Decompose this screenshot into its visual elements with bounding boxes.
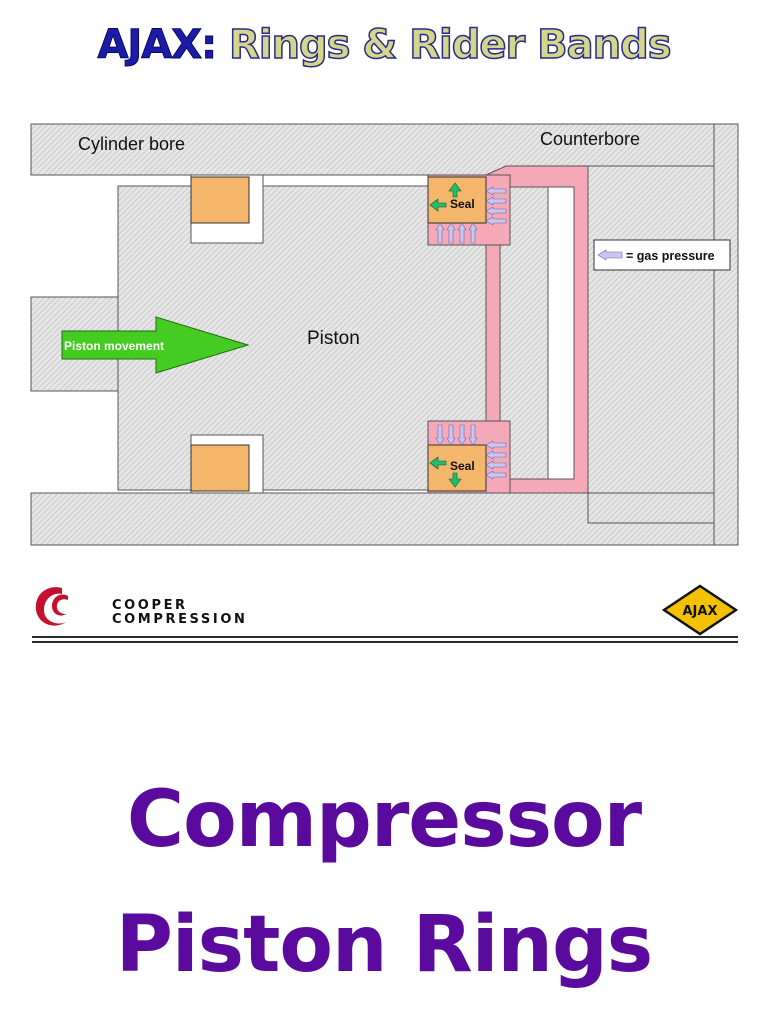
cylinder-bore-label: Cylinder bore	[78, 134, 185, 154]
seal-top-label: Seal	[450, 197, 475, 211]
pressure-arrows-top-under	[435, 222, 478, 244]
seal-bottom-down-arrow	[448, 472, 462, 488]
slide-title: AJAX: Rings & Rider Bands	[0, 21, 768, 69]
footer-rule-top	[32, 636, 738, 638]
seal-top-left-arrow	[429, 198, 447, 212]
cooper-swirl-icon	[35, 587, 68, 626]
brand-line2: COMPRESSION	[112, 612, 248, 627]
counterbore-outer	[713, 123, 739, 546]
seal-bottom-left-arrow	[429, 456, 447, 470]
pressure-arrows-bottom-over	[435, 424, 478, 446]
piston-movement-arrow	[61, 316, 250, 374]
pressure-arrows-bottom-side	[485, 440, 507, 480]
counterbore-label: Counterbore	[540, 129, 640, 149]
ajax-badge-label: AJAX	[683, 604, 718, 619]
heading-line2: Piston Rings	[115, 900, 653, 990]
seal-bottom-label: Seal	[450, 459, 475, 473]
ajax-badge: AJAX	[662, 584, 738, 636]
slide-title-part1: AJAX:	[97, 22, 218, 69]
brand-line1: COOPER	[112, 598, 188, 613]
rider-band-top	[190, 176, 250, 224]
seal-top-up-arrow	[448, 182, 462, 198]
cooper-compression-logo: COOPER COMPRESSION	[32, 582, 245, 638]
slide-title-part2: Rings & Rider Bands	[228, 21, 672, 69]
piston-label: Piston	[307, 328, 360, 349]
piston-movement-label: Piston movement	[64, 339, 164, 353]
footer-rule-bottom	[32, 641, 738, 643]
legend-arrow-icon	[597, 249, 623, 261]
piston-ring-diagram: Seal Seal = gas pressure Piston movement…	[30, 123, 739, 546]
heading-line1: Compressor	[126, 775, 642, 865]
rider-band-bottom	[190, 444, 250, 492]
legend-label: = gas pressure	[626, 249, 715, 263]
pressure-arrows-top-side	[485, 186, 507, 226]
